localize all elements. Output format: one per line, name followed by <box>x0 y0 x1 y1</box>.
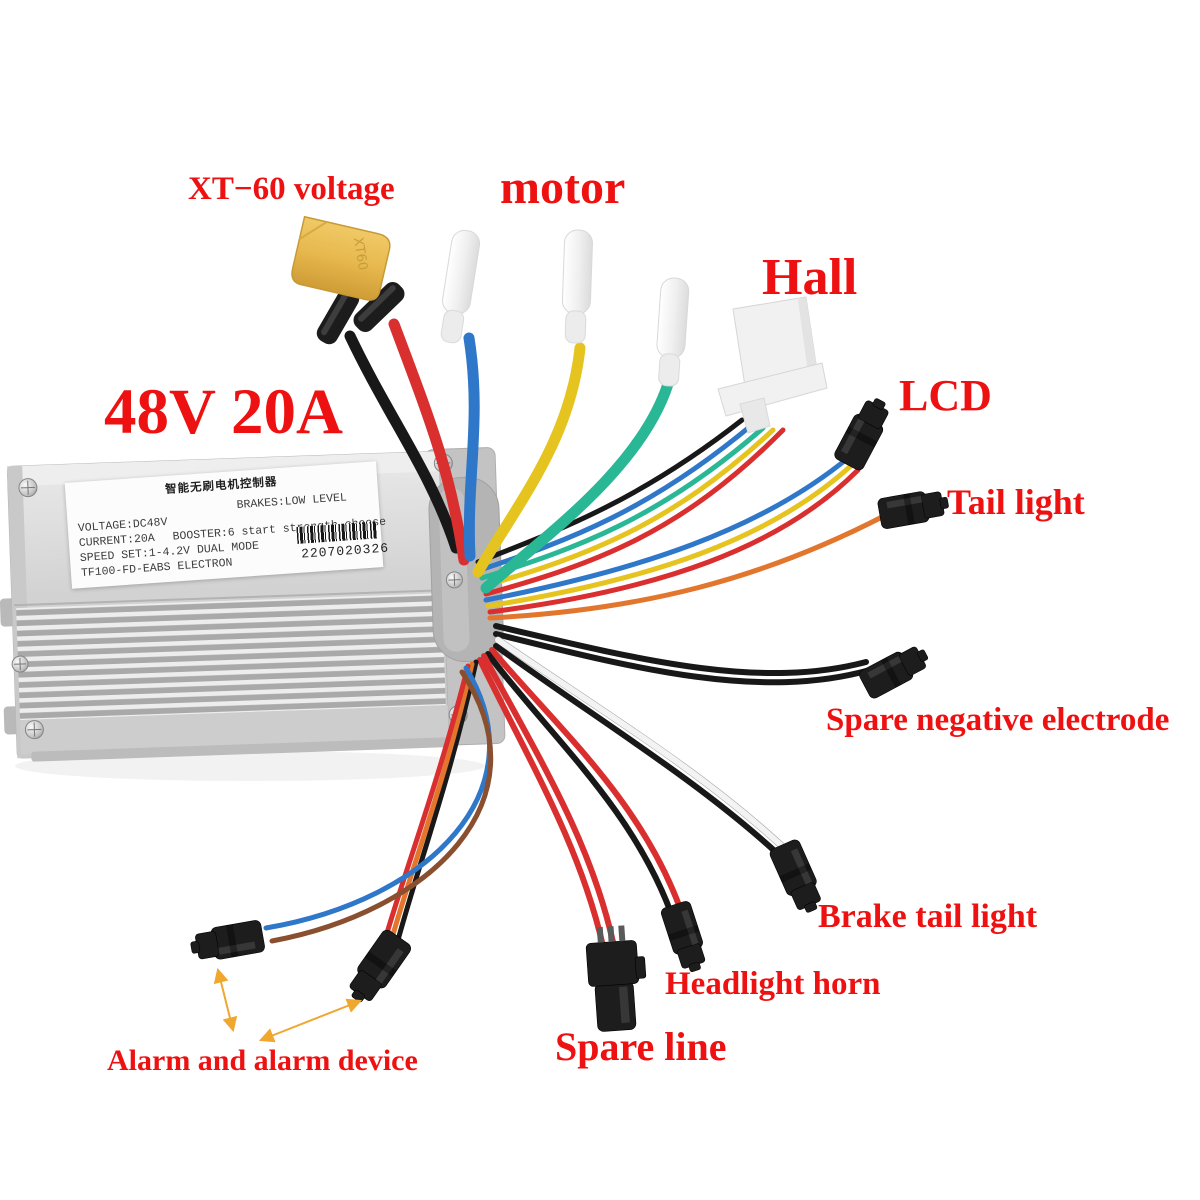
wire-xt60-red <box>388 318 470 566</box>
xt60-wire-sleeves <box>316 281 405 345</box>
case-top-highlight <box>7 451 440 487</box>
motor-bullet-2 <box>561 229 593 344</box>
wire-hall-red <box>483 427 786 597</box>
alarm-arrows <box>213 967 363 1043</box>
wire-spline-red2 <box>477 657 606 949</box>
sticker-serial: 2207020326 <box>300 540 390 562</box>
wire-horn-red <box>489 647 683 911</box>
case-heatsink-fins <box>16 593 446 721</box>
wire-alarmR-black <box>395 659 479 943</box>
wire-alarmR-red <box>379 663 471 953</box>
headlight-horn-connector <box>660 901 706 973</box>
lcd-connector <box>834 398 889 471</box>
wire-brake-white <box>495 637 787 851</box>
motor-bullet-3 <box>656 277 690 387</box>
label-tail-light: Tail light <box>947 482 1085 522</box>
xt60-marking: XT60 <box>350 236 370 271</box>
case-face-crease <box>14 589 444 607</box>
wire-spneg-black2 <box>493 631 873 686</box>
wire-alarmR-orange <box>387 661 475 948</box>
controller-sticker: 智能无刷电机控制器 BRAKES:LOW LEVEL VOLTAGE:DC48V… <box>64 461 390 589</box>
wire-tail-orange <box>487 513 887 621</box>
spare-negative-connector <box>859 646 929 699</box>
wire-brake-black <box>493 643 781 857</box>
case-bottom-skirt <box>31 737 448 762</box>
hall-connector <box>717 296 828 434</box>
label-spare-line: Spare line <box>555 1024 727 1069</box>
brake-tail-light-connector <box>769 839 821 913</box>
wire-lcd-blue <box>483 455 851 603</box>
wire-xt60-black <box>344 330 462 554</box>
xt60-connector: XT60 <box>291 215 391 301</box>
label-motor: motor <box>500 161 626 214</box>
tail-light-connector <box>877 491 949 529</box>
wire-alarmL-brown <box>269 669 494 944</box>
label-headline-48v20a: 48V 20A <box>104 376 343 448</box>
label-lcd: LCD <box>899 371 992 420</box>
wire-motor-yellow <box>472 342 586 578</box>
case-shadow <box>15 751 485 781</box>
wire-spneg-black1 <box>493 623 869 676</box>
label-alarm-device: Alarm and alarm device <box>107 1044 418 1077</box>
wire-motor-blue <box>463 332 480 562</box>
alarm-arrow-left <box>213 967 238 1033</box>
wire-hall-black <box>475 417 745 565</box>
alarm-connector-right <box>349 929 411 1003</box>
motor-bullet-1 <box>440 229 481 344</box>
wire-spline-red1 <box>481 653 616 945</box>
wire-lcd-red <box>487 467 861 615</box>
wires <box>263 318 887 953</box>
label-headlight-horn: Headlight horn <box>665 966 881 1002</box>
label-spare-negative: Spare negative electrode <box>826 702 1170 738</box>
label-xt60-voltage: XT−60 voltage <box>188 171 395 207</box>
spare-line-connector <box>585 925 647 1032</box>
sticker-brakes: BRAKES:LOW LEVEL <box>236 491 348 513</box>
label-brake-tail-light: Brake tail light <box>818 898 1038 935</box>
wire-lcd-yellow <box>485 461 856 609</box>
wire-horn-black <box>485 651 674 916</box>
alarm-connector-left <box>190 920 265 960</box>
wire-motor-teal <box>480 378 674 594</box>
label-hall: Hall <box>762 249 858 306</box>
wire-hall-yellow <box>481 427 776 589</box>
alarm-arrow-right <box>258 998 363 1043</box>
